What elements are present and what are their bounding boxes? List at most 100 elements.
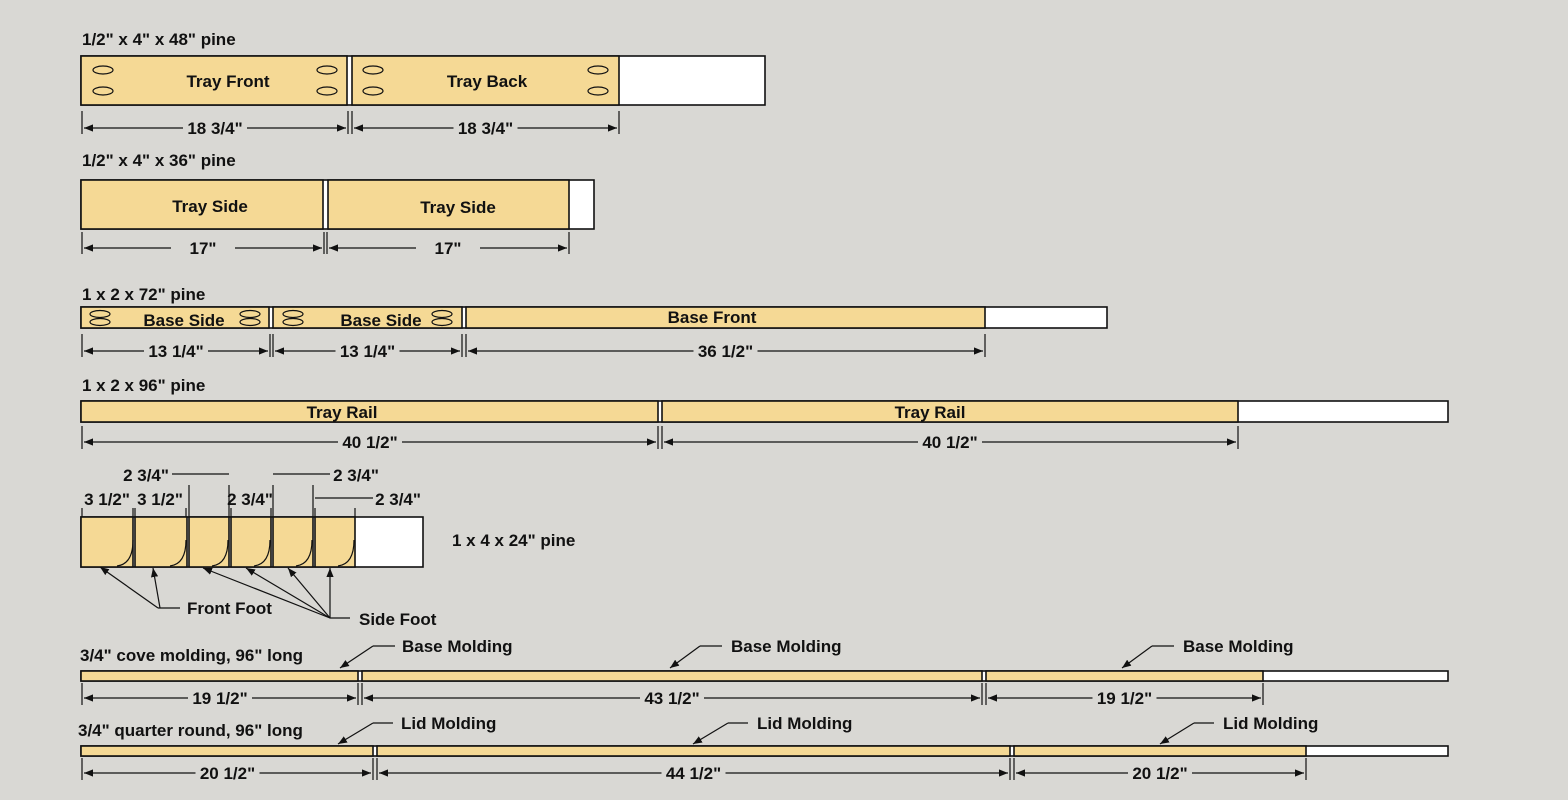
part-base-side-1-label: Base Side — [143, 311, 224, 330]
pocket-slot-b-1 — [239, 317, 261, 327]
part-lid-molding-0-label: Lid Molding — [401, 714, 496, 733]
board-2-part-0 — [80, 179, 324, 230]
part-base-molding-0-label: Base Molding — [402, 637, 513, 656]
part-base-molding-2-label: Base Molding — [1183, 637, 1294, 656]
board-1-part-0 — [80, 55, 348, 106]
dim-base-molding-1-label-bg — [188, 688, 252, 708]
pocket-slot-a-0 — [89, 309, 111, 319]
part-base-front-label: Base Front — [668, 308, 757, 327]
pocket-slot-b-0 — [239, 309, 261, 319]
dim-tray-side-2-label: 17" — [435, 239, 462, 258]
foot-profile-4 — [295, 539, 313, 567]
board-7-part-1 — [376, 745, 1011, 757]
board-7-label: 3/4" quarter round, 96" long — [78, 721, 303, 740]
side-foot-leader-1 — [245, 567, 331, 619]
front-foot-leader-2 — [151, 567, 161, 609]
dim-tray-rail-2-label: 40 1/2" — [922, 433, 977, 452]
callout-side-foot: Side Foot — [359, 610, 437, 629]
board-2-part-1 — [327, 179, 570, 230]
dim-base-side-1-label-bg — [144, 341, 208, 361]
part-lid-molding-1-label: Lid Molding — [757, 714, 852, 733]
dim-tray-back-label-bg — [453, 118, 518, 138]
pocket-slot-d-1 — [431, 317, 453, 327]
board-6-part-2 — [985, 670, 1264, 682]
dim-base-front-label-bg — [693, 341, 758, 361]
board-6-part-0 — [80, 670, 359, 682]
board-5-part-3 — [230, 516, 272, 568]
dim-tray-rail-1-label: 40 1/2" — [342, 433, 397, 452]
dim-lid-molding-2-label-bg — [661, 763, 726, 783]
board-5-part-0 — [80, 516, 134, 568]
dim-tray-rail-1-label-bg — [338, 432, 402, 452]
lid-molding-leader-0 — [337, 722, 374, 745]
screw-slot-a-1 — [92, 86, 114, 96]
board-5-part-5 — [314, 516, 356, 568]
pocket-slot-a-1 — [89, 317, 111, 327]
dim-tray-side-1-label-bg — [171, 238, 235, 258]
board-4-label: 1 x 2 x 96" pine — [82, 376, 205, 395]
board-3-part-1 — [272, 306, 463, 329]
feet-dim-0-label: 3 1/2" — [84, 490, 130, 509]
dim-tray-side-1-label: 17" — [190, 239, 217, 258]
screw-slot-b-0 — [316, 65, 338, 75]
foot-profile-5 — [337, 539, 355, 567]
dim-lid-molding-3-label: 20 1/2" — [1132, 764, 1187, 783]
board-7-part-2 — [1013, 745, 1307, 757]
board-4-part-0 — [80, 400, 659, 423]
dim-lid-molding-1-label: 20 1/2" — [200, 764, 255, 783]
dim-base-molding-3-label-bg — [1092, 688, 1157, 708]
board-5-part-2 — [188, 516, 230, 568]
part-tray-side-2-label: Tray Side — [420, 198, 496, 217]
screw-slot-c-1 — [362, 86, 384, 96]
dim-base-side-2-label: 13 1/4" — [340, 342, 395, 361]
feet-dim-2-label: 2 3/4" — [123, 466, 169, 485]
foot-profile-1 — [169, 539, 187, 567]
part-base-side-2-label: Base Side — [340, 311, 421, 330]
dim-base-molding-3-label: 19 1/2" — [1097, 689, 1152, 708]
foot-profile-3 — [253, 539, 271, 567]
board-7-part-0 — [80, 745, 374, 757]
board-1-label: 1/2" x 4" x 48" pine — [82, 30, 236, 49]
base-molding-leader-2 — [1121, 645, 1153, 669]
base-molding-leader-0 — [339, 645, 374, 669]
pocket-slot-d-0 — [431, 309, 453, 319]
side-foot-leader-0 — [202, 567, 331, 619]
screw-slot-c-0 — [362, 65, 384, 75]
board-3-part-2 — [465, 306, 986, 329]
front-foot-leader-1 — [99, 566, 159, 609]
screw-slot-d-0 — [587, 65, 609, 75]
part-tray-side-1-label: Tray Side — [172, 197, 248, 216]
part-tray-rail-2-label: Tray Rail — [895, 403, 966, 422]
board-2-label: 1/2" x 4" x 36" pine — [82, 151, 236, 170]
foot-profile-2 — [211, 539, 229, 567]
dim-base-molding-1-label: 19 1/2" — [192, 689, 247, 708]
board-1-part-1 — [351, 55, 620, 106]
feet-dim-4-label: 2 3/4" — [333, 466, 379, 485]
dim-lid-molding-3-label-bg — [1128, 763, 1192, 783]
foot-profile-0 — [116, 539, 134, 567]
dim-tray-side-2-label-bg — [416, 238, 480, 258]
part-tray-front-label: Tray Front — [186, 72, 269, 91]
dim-tray-rail-2-label-bg — [918, 432, 982, 452]
screw-slot-a-0 — [92, 65, 114, 75]
lid-molding-leader-1 — [692, 722, 729, 745]
dim-tray-front-label-bg — [183, 118, 247, 138]
board-3-label: 1 x 2 x 72" pine — [82, 285, 205, 304]
dim-lid-molding-1-label-bg — [195, 763, 260, 783]
pocket-slot-c-0 — [282, 309, 304, 319]
board-4-part-1 — [661, 400, 1239, 423]
lid-molding-leader-2 — [1159, 722, 1195, 745]
dim-base-side-2-label-bg — [335, 341, 400, 361]
board-3-part-0 — [80, 306, 270, 329]
board-5-part-4 — [272, 516, 314, 568]
pocket-slot-c-1 — [282, 317, 304, 327]
board-6-part-1 — [361, 670, 983, 682]
dim-base-front-label: 36 1/2" — [698, 342, 753, 361]
board-5-label: 1 x 4 x 24" pine — [452, 531, 575, 550]
side-foot-leader-2 — [287, 567, 331, 619]
feet-dim-1-label: 3 1/2" — [137, 490, 183, 509]
dim-tray-back-label: 18 3/4" — [458, 119, 513, 138]
part-tray-rail-1-label: Tray Rail — [307, 403, 378, 422]
dim-base-side-1-label: 13 1/4" — [148, 342, 203, 361]
